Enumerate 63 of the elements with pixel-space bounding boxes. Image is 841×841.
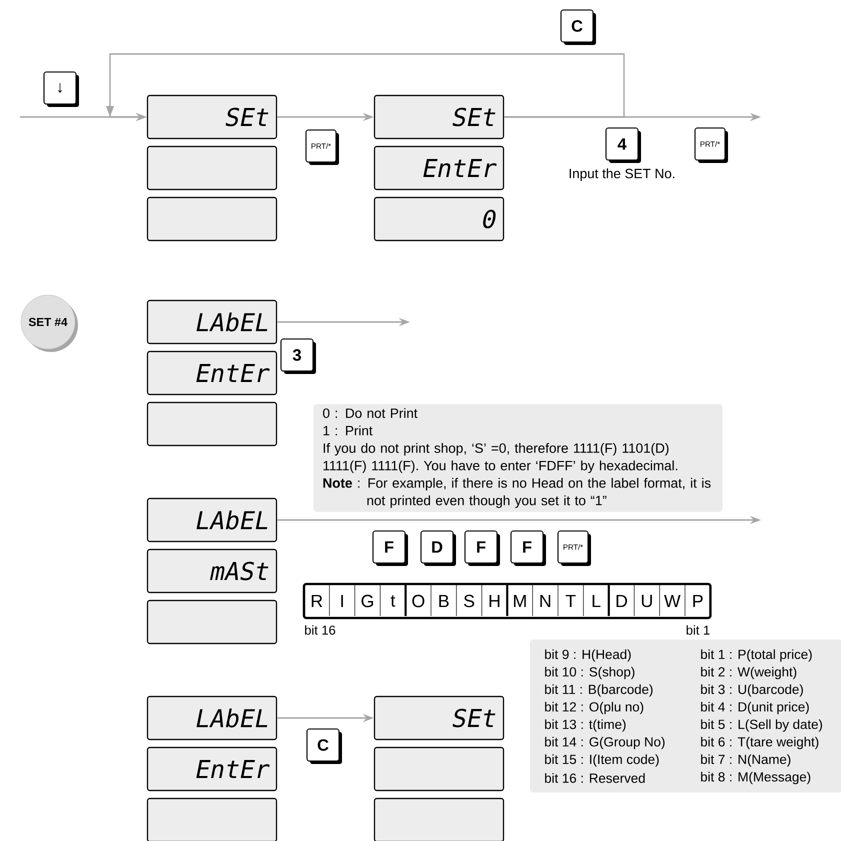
display-box: LAbEL	[146, 300, 278, 344]
label: L	[592, 594, 600, 608]
note-box: 0 : Do not Print 1 : Print If you do not print shop, ‘S’ =0, therefore 1111(F) 1101(D) 1111(F) 1111(F). You have to enter ‘FDFF’ by hexadecimal. Note : For example, if there is no Head on the label format, it is not printed even though you set it to “1”	[314, 404, 723, 512]
key-button: F	[510, 530, 546, 566]
display-box	[146, 196, 278, 242]
display-box	[374, 798, 504, 841]
bit-description: bit 14 : G(Group No)	[545, 736, 665, 750]
label: W	[664, 594, 681, 608]
display-box: mASt	[146, 548, 278, 594]
label: I	[341, 594, 343, 608]
bit-description: bit 8 : M(Message)	[701, 772, 810, 784]
bit-description: bit 4 : D(unit price)	[701, 702, 809, 714]
key-button: 4	[605, 127, 641, 163]
label: t	[390, 595, 396, 607]
display-box: SEt	[146, 94, 278, 140]
key-button: C	[306, 728, 342, 764]
key-button: F	[464, 530, 500, 566]
key-button: 3	[280, 338, 316, 374]
label: U	[642, 594, 652, 608]
bit-description: bit 7 : N(Name)	[701, 754, 790, 767]
bit-description: bit 10 : S(shop)	[545, 666, 634, 680]
display-box: SEt	[374, 696, 504, 740]
key-button: F	[372, 530, 408, 566]
label: T	[566, 594, 576, 608]
display-box: EntEr	[146, 746, 278, 792]
bit-description: bit 9 : H(Head)	[545, 649, 631, 662]
bit-description: bit 12 : O(plu no)	[545, 702, 644, 714]
bit-description: bit 1 : P(total price)	[701, 649, 812, 662]
bit-description: bit 15 : I(Item code)	[545, 754, 659, 767]
bit-description: bit 3 : U(barcode)	[701, 684, 803, 697]
key-button: C	[560, 9, 596, 45]
display-box	[146, 402, 278, 446]
key-button: ↓	[43, 71, 79, 107]
bit-label: bit 16	[305, 625, 336, 635]
display-box	[374, 746, 504, 792]
display-box: SEt	[374, 94, 504, 140]
bit-description: bit 13 : t(time)	[545, 719, 626, 732]
label: O	[412, 594, 424, 608]
display-box: EntEr	[146, 350, 278, 396]
label: N	[540, 594, 550, 608]
display-box: EntEr	[374, 146, 504, 190]
label: G	[362, 594, 374, 608]
label: R	[312, 594, 322, 608]
key-label: Input the SET No.	[570, 168, 674, 181]
bit-description: bit 6 : T(tare weight)	[701, 736, 818, 750]
label: H	[490, 594, 500, 608]
label: S	[464, 594, 474, 608]
label: P	[693, 594, 703, 608]
bit-description: bit 16 : Reserved	[545, 773, 645, 783]
key-button: D	[420, 530, 456, 566]
display-box	[146, 146, 278, 190]
bit-field-drawing: R I G t O B S H M N T L D U W P	[302, 582, 712, 620]
display-box: LAbEL	[146, 696, 278, 740]
bit-description: bit 5 : L(Sell by date)	[701, 719, 822, 732]
label: M	[514, 594, 526, 608]
display-box	[146, 600, 278, 644]
bit-description: bit 2 : W(weight)	[701, 666, 796, 680]
display-box	[146, 798, 278, 841]
display-box: 0	[374, 196, 504, 242]
label: D	[616, 594, 628, 608]
bit-description: bit 11 : B(barcode)	[545, 684, 653, 697]
label: B	[439, 594, 449, 608]
display-box: LAbEL	[146, 498, 278, 542]
